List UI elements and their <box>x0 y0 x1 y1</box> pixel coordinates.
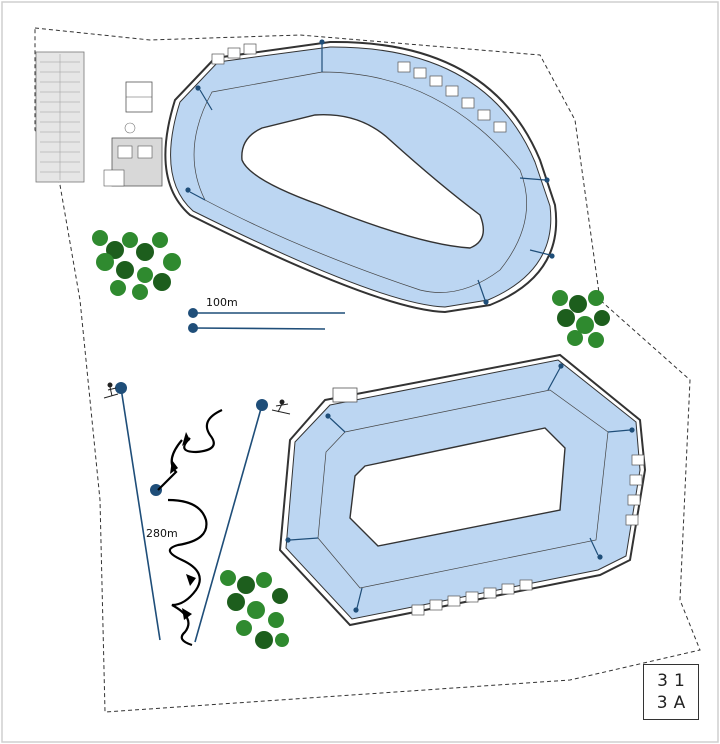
pin-icon <box>115 382 127 394</box>
pin-icon <box>150 484 162 496</box>
slope-280m <box>115 382 268 643</box>
bench-row-oval <box>211 43 507 133</box>
rink-infield <box>349 427 566 547</box>
oval-infield <box>241 114 484 249</box>
site-boundary <box>34 27 701 713</box>
skier-icon <box>271 399 291 415</box>
direction-arrows <box>170 432 196 620</box>
oval-track <box>164 39 558 314</box>
pin-icon <box>188 308 198 318</box>
lane-100m <box>188 308 345 333</box>
tree-cluster-icon <box>92 230 181 300</box>
logo: 31 3A <box>643 664 699 720</box>
slalom-path <box>183 408 223 454</box>
label-100m: 100m <box>206 296 238 309</box>
pin-icon <box>188 323 198 333</box>
rectangular-rink <box>278 353 647 627</box>
logo-line-2: 3A <box>656 693 692 713</box>
skier-icon <box>103 382 119 399</box>
tree-cluster-icon <box>552 290 610 348</box>
tree-cluster-icon <box>220 570 289 649</box>
bench-row-rink <box>411 454 645 616</box>
service-building <box>103 81 163 187</box>
pin-icon <box>256 399 268 411</box>
logo-line-1: 31 <box>657 671 691 691</box>
label-280m: 280m <box>146 527 178 540</box>
rink-hut <box>332 387 358 403</box>
grandstand <box>35 51 85 183</box>
